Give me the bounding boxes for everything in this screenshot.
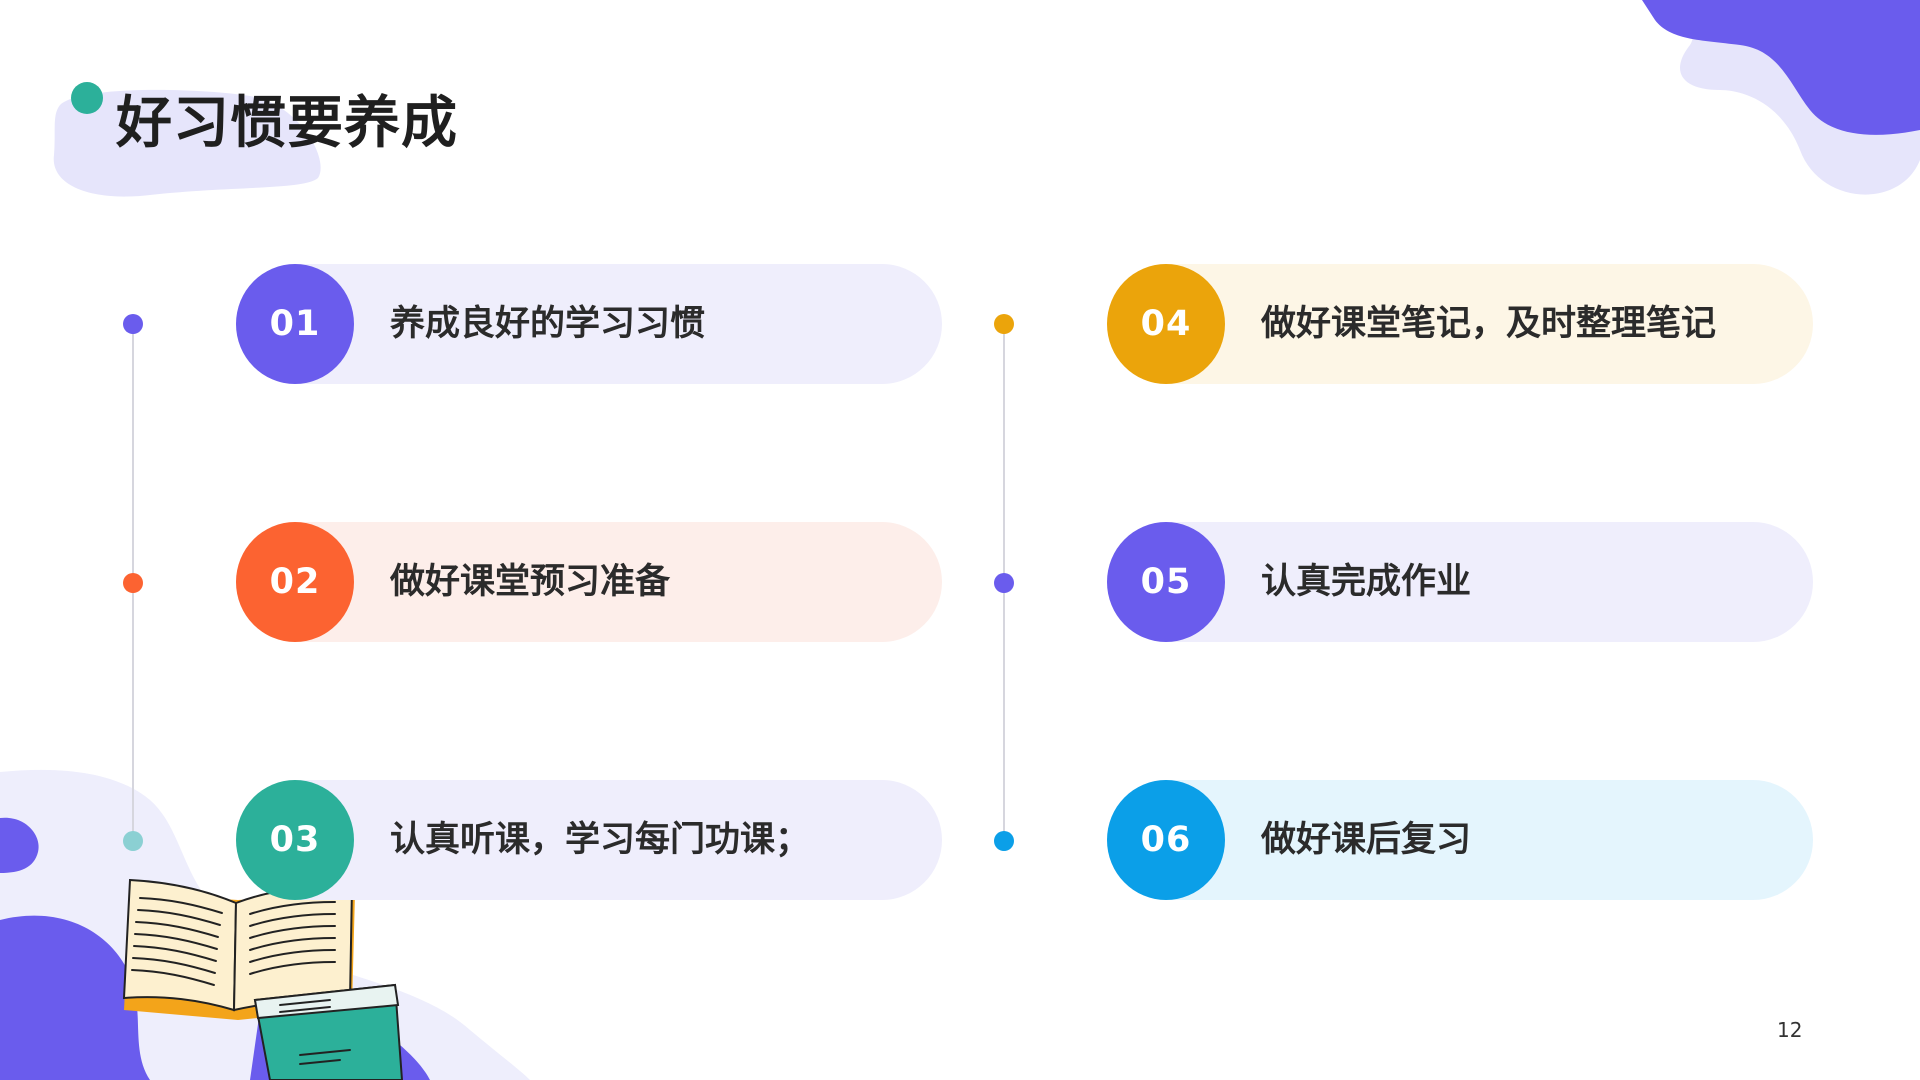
item-label: 养成良好的学习习惯 bbox=[390, 304, 706, 344]
item-label: 认真听课，学习每门功课； bbox=[390, 820, 811, 860]
list-item: 04 做好课堂笔记，及时整理笔记 bbox=[1107, 264, 1813, 384]
list-item: 01 养成良好的学习习惯 bbox=[236, 264, 942, 384]
item-label: 认真完成作业 bbox=[1261, 562, 1472, 602]
open-book-icon bbox=[122, 878, 355, 1020]
title-dot bbox=[71, 82, 103, 114]
page-title: 好习惯要养成 bbox=[116, 91, 458, 156]
timeline-dot-1 bbox=[123, 314, 143, 334]
item-number-badge: 03 bbox=[236, 780, 354, 900]
timeline-dot-6 bbox=[994, 831, 1014, 851]
list-item: 02 做好课堂预习准备 bbox=[236, 522, 942, 642]
list-item: 06 做好课后复习 bbox=[1107, 780, 1813, 900]
left-edge-purple-blob bbox=[0, 817, 39, 873]
top-right-purple-blob bbox=[1642, 0, 1920, 135]
item-number-badge: 01 bbox=[236, 264, 354, 384]
timeline-dot-2 bbox=[123, 573, 143, 593]
timeline-dot-3 bbox=[123, 831, 143, 851]
bottom-left-purple-blob bbox=[0, 915, 150, 1080]
list-item: 03 认真听课，学习每门功课； bbox=[236, 780, 942, 900]
title-blob bbox=[53, 89, 321, 197]
item-number-badge: 05 bbox=[1107, 522, 1225, 642]
item-number-badge: 02 bbox=[236, 522, 354, 642]
page-number: 12 bbox=[1777, 1018, 1803, 1042]
timeline-dot-5 bbox=[994, 573, 1014, 593]
item-label: 做好课堂笔记，及时整理笔记 bbox=[1261, 304, 1717, 344]
item-label: 做好课堂预习准备 bbox=[390, 562, 671, 602]
list-item: 05 认真完成作业 bbox=[1107, 522, 1813, 642]
item-label: 做好课后复习 bbox=[1261, 820, 1472, 860]
timeline-dot-4 bbox=[994, 314, 1014, 334]
item-number-badge: 04 bbox=[1107, 264, 1225, 384]
item-number-badge: 06 bbox=[1107, 780, 1225, 900]
green-book-icon bbox=[253, 983, 404, 1080]
